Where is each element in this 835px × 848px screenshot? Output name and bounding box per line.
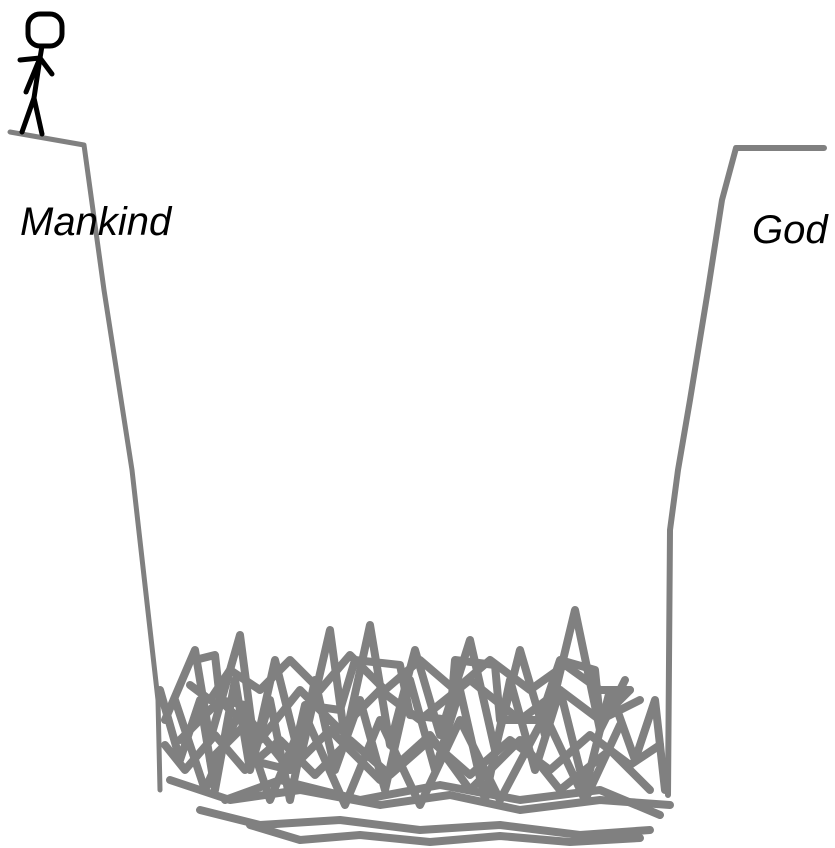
stick-figure-leg-left xyxy=(22,98,34,132)
chasm-scribble xyxy=(160,610,670,842)
stick-figure-icon xyxy=(20,14,62,134)
god-label: God xyxy=(752,208,829,252)
stick-figure-leg-right xyxy=(34,98,42,134)
stick-figure-head xyxy=(28,14,62,46)
mankind-label: Mankind xyxy=(20,200,173,244)
